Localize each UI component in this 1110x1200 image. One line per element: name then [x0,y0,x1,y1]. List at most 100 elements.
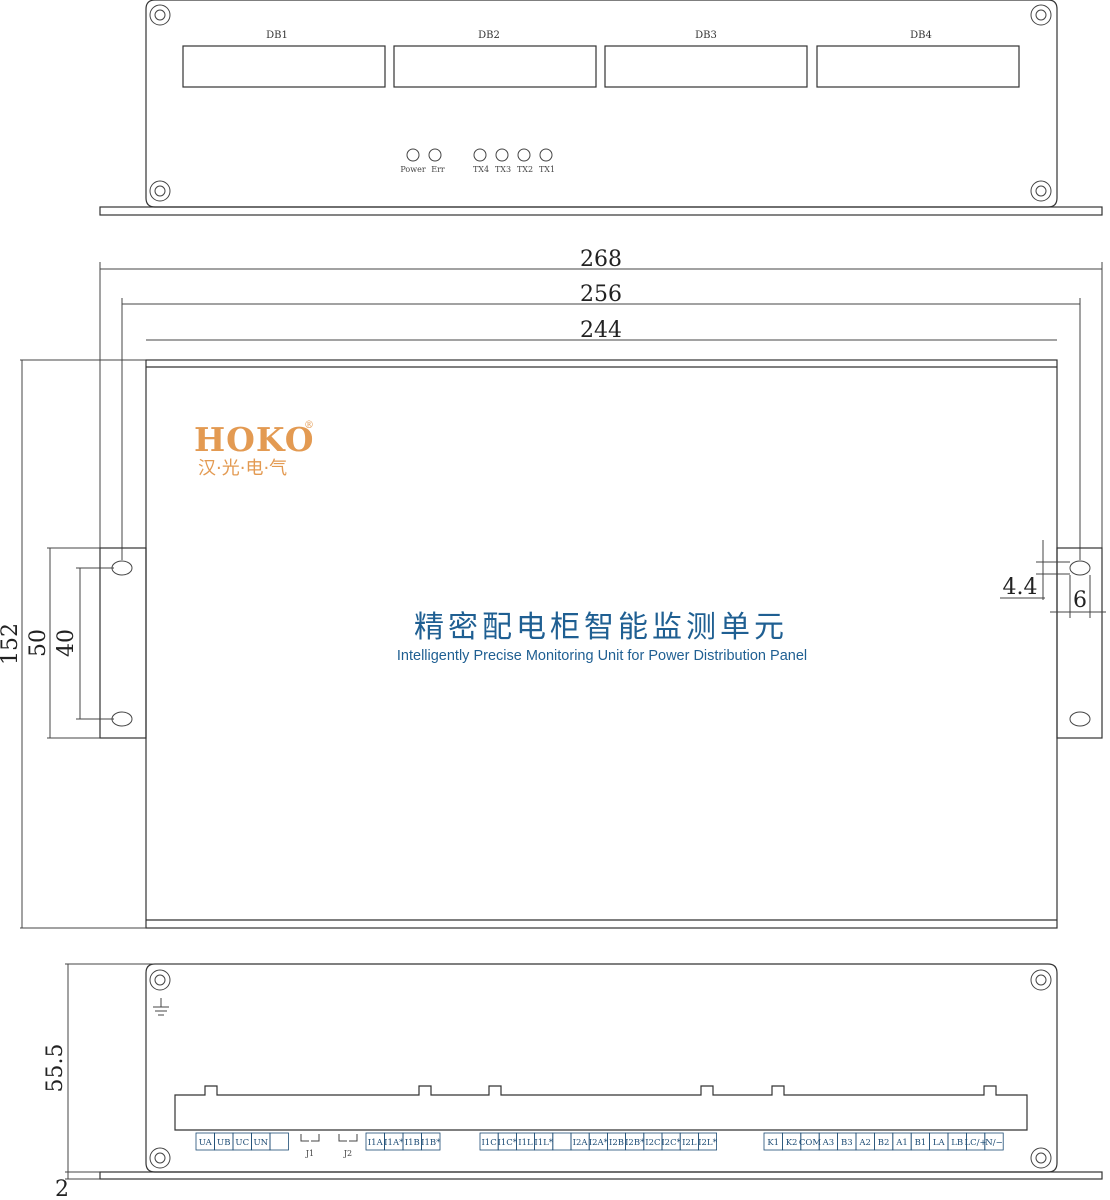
tx3-led-icon [495,148,509,162]
tx2-led-label: TX2 [517,165,533,174]
ground-icon [153,998,169,1016]
mount-hole-icon [1030,180,1052,202]
db2-connector [393,45,597,88]
dim-55-5: 55.5 [43,963,200,1179]
db4-connector [816,45,1020,88]
terminal-label: LB [951,1138,963,1148]
left-flange [99,547,147,739]
mount-hole-inner-icon [154,1152,166,1164]
mount-hole-inner-icon [154,9,166,21]
terminal-label: UC [235,1138,249,1148]
terminal-label: I2B [609,1138,624,1148]
mount-hole-icon [1030,969,1052,991]
terminal-box [269,1132,289,1151]
terminal-label: A1 [895,1138,908,1148]
dim-244-label: 244 [580,318,622,343]
terminal-label: I1L [518,1138,533,1148]
db1-label: DB1 [266,30,288,41]
terminal-label: I1B* [421,1138,441,1148]
mount-hole-icon [149,4,171,26]
tx4-led-icon [473,148,487,162]
mount-hole-inner-icon [1035,185,1047,197]
terminal-label: A2 [858,1138,871,1148]
terminal-label: K2 [786,1138,798,1148]
terminal-label: I1B [405,1138,420,1148]
tx1-led-label: TX1 [539,165,555,174]
dim-268: 268 [99,247,1103,548]
terminal-label: I2L* [698,1138,717,1148]
terminal-label: UA [199,1138,213,1148]
terminal-label: LA [933,1138,946,1148]
top-view: DB1 DB2 DB3 DB4 Power Err TX4 TX3 TX2 TX… [99,0,1103,216]
power-led-label: Power [400,165,425,174]
db3-connector [604,45,808,88]
product-title-en: Intelligently Precise Monitoring Unit fo… [397,648,807,664]
dim-244: 244 [146,318,1057,343]
terminal-label: UB [217,1138,230,1148]
terminal-label: B1 [915,1138,927,1148]
dim-2-label: 2 [55,1177,69,1200]
terminal-block-outline [174,1085,1028,1131]
front-view: 268 256 244 152 [0,247,1106,929]
db-connectors: DB1 DB2 DB3 DB4 [182,30,1020,88]
tx1-led-icon [539,148,553,162]
terminal-box [421,1132,441,1151]
tx2-led-icon [517,148,531,162]
terminal-label: I2B* [625,1138,645,1148]
terminal-label: B3 [841,1138,853,1148]
jumper-j2-label: J2 [343,1149,352,1158]
power-led-icon [406,148,420,162]
hoko-logo: HOKO ® 汉·光·电·气 [194,420,314,479]
terminal-label: I1A* [384,1138,404,1148]
terminal-box [698,1132,718,1151]
jumper-j1: J1 [300,1134,320,1158]
right-flange [1056,547,1103,739]
db3-label: DB3 [695,30,717,41]
bottom-mount-holes [149,969,1052,1169]
terminal-box [552,1132,572,1151]
terminal-label: I2L [682,1138,697,1148]
tx3-led-label: TX3 [495,165,511,174]
err-led-icon [428,148,442,162]
terminal-label: I2C [645,1138,660,1148]
dim-6-label: 6 [1073,588,1087,613]
top-view-flange [99,206,1103,216]
dim-4-4-label: 4.4 [1003,575,1038,600]
mount-hole-icon [149,1147,171,1169]
mount-hole-inner-icon [1035,974,1047,986]
bottom-view-flange [99,1171,1103,1180]
dim-256-label: 256 [580,282,622,307]
top-mount-holes [149,4,1052,202]
dim-2: 2 [55,1171,100,1200]
terminal-label: COM [799,1138,821,1148]
terminal-label: I2A* [589,1138,609,1148]
terminal-label: I2C* [661,1138,681,1148]
dim-40: 40 [54,567,114,720]
logo-registered-mark: ® [304,420,314,431]
db1-connector [182,45,386,88]
dim-268-label: 268 [580,247,622,272]
terminal-label: I2A [573,1138,589,1148]
mount-hole-inner-icon [154,185,166,197]
jumper-j2: J2 [338,1134,358,1158]
dim-256: 256 [121,282,1081,560]
status-leds: Power Err TX4 TX3 TX2 TX1 [400,148,555,174]
terminal-label: A3 [822,1138,835,1148]
left-top-slot-icon [111,560,133,576]
terminal-label: I1C [481,1138,496,1148]
mount-hole-icon [1030,1147,1052,1169]
mount-hole-inner-icon [1035,9,1047,21]
terminal-label: I1C* [498,1138,518,1148]
mount-hole-icon [149,969,171,991]
dim-55-5-label: 55.5 [43,1044,68,1093]
terminal-label: UN [253,1138,268,1148]
terminal-label: N/− [985,1138,1002,1148]
terminal-label: B2 [878,1138,890,1148]
dim-152: 152 [0,359,146,929]
dim-4-4: 4.4 [1000,540,1070,600]
terminal-label: I1L* [534,1138,553,1148]
product-title-cn: 精密配电柜智能监测单元 [414,610,788,645]
tx4-led-label: TX4 [473,165,489,174]
